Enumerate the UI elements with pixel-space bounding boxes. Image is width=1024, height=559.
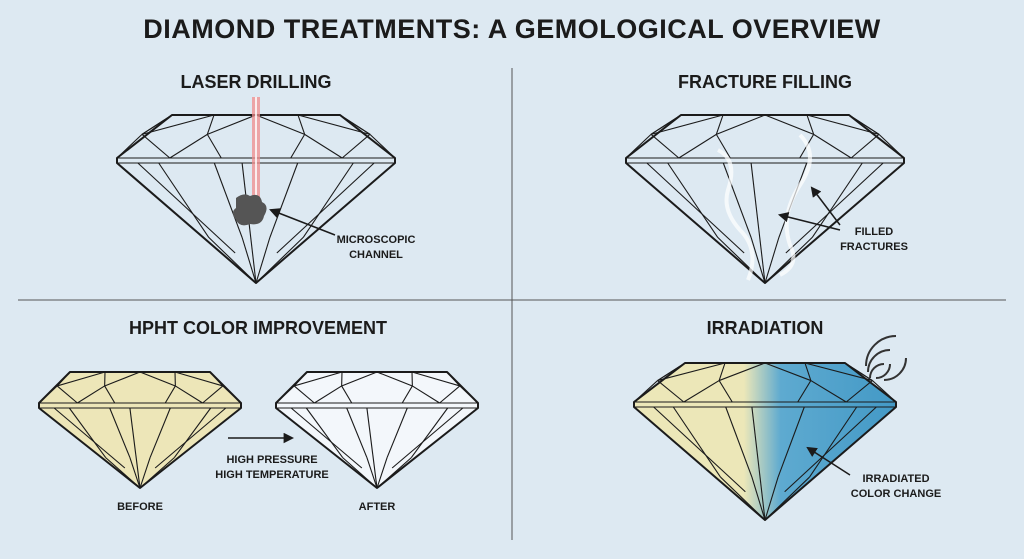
diamond-after: [275, 371, 479, 489]
label-before: BEFORE: [117, 501, 163, 513]
label-after: AFTER: [358, 501, 396, 513]
diamond-irradiated: [633, 362, 897, 521]
diamond-fracture-filling: [625, 114, 905, 284]
filled-fracture: [779, 133, 812, 277]
heading-hpht: HPHT COLOR IMPROVEMENT: [128, 318, 388, 338]
heading-laser-drilling: LASER DRILLING: [180, 72, 332, 92]
page-title: DIAMOND TREATMENTS: A GEMOLOGICAL OVERVI…: [143, 14, 881, 44]
heading-fracture-filling: FRACTURE FILLING: [678, 72, 852, 92]
diamond-before: [38, 371, 242, 489]
microscopic-channel-inclusion: [233, 194, 267, 226]
heading-irradiation: IRRADIATION: [706, 318, 824, 338]
radiation-waves-icon: [865, 335, 907, 381]
filled-fracture: [716, 148, 755, 281]
